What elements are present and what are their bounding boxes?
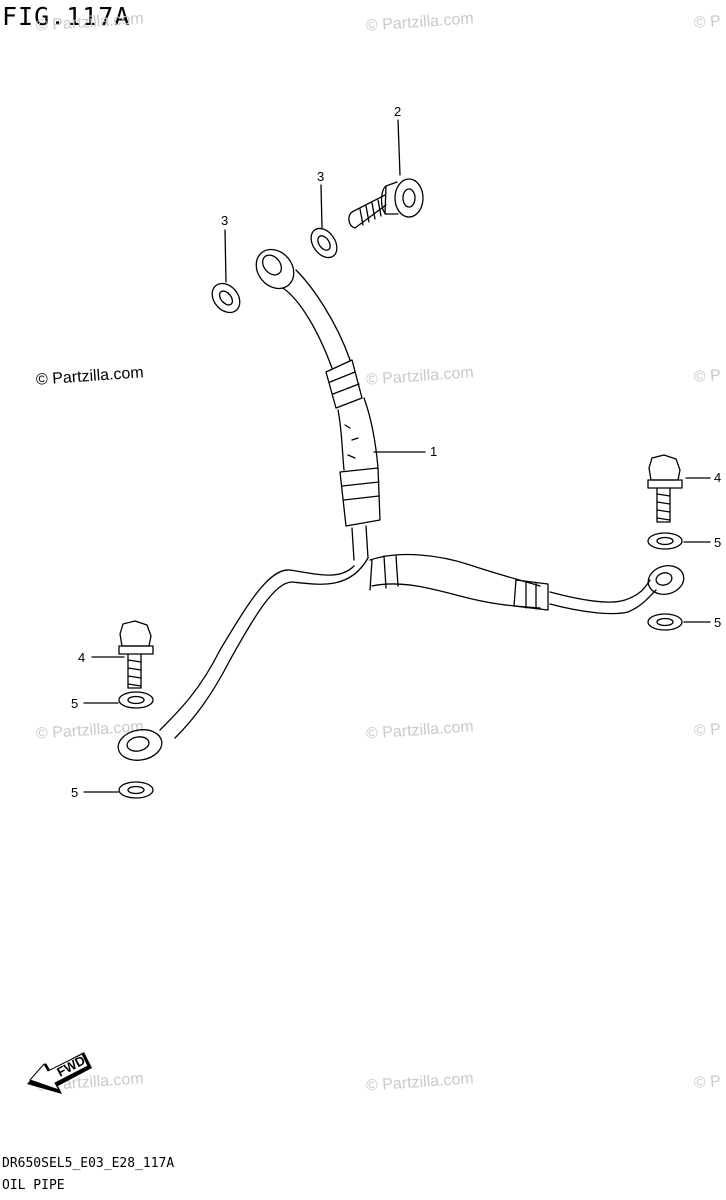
callout-1: 1	[430, 444, 438, 459]
washer-part-3	[310, 227, 338, 259]
callout-5: 5	[714, 615, 722, 630]
union-bolt-part-2	[348, 178, 424, 229]
callout-5: 5	[71, 696, 79, 711]
figure-code: DR650SEL5_E03_E28_117A	[2, 1156, 175, 1171]
callout-5: 5	[714, 535, 722, 550]
callout-2: 2	[394, 104, 402, 119]
callout-4: 4	[714, 470, 722, 485]
callout-5: 5	[71, 785, 79, 800]
callout-4: 4	[78, 650, 86, 665]
bolt-part-4	[118, 620, 154, 689]
washer-part-5	[647, 613, 683, 631]
oil-pipe-part-1	[117, 248, 685, 761]
washer-part-3	[211, 282, 241, 314]
washer-part-5	[118, 781, 154, 799]
washer-part-5	[647, 532, 683, 550]
figure-title: FIG.117A	[2, 2, 131, 31]
figure-name: OIL PIPE	[2, 1178, 65, 1193]
callout-3: 3	[221, 213, 229, 228]
washer-part-5	[118, 691, 154, 709]
forward-direction-arrow: FWD	[27, 1052, 92, 1094]
callout-3: 3	[317, 169, 325, 184]
bolt-part-4	[647, 454, 683, 523]
